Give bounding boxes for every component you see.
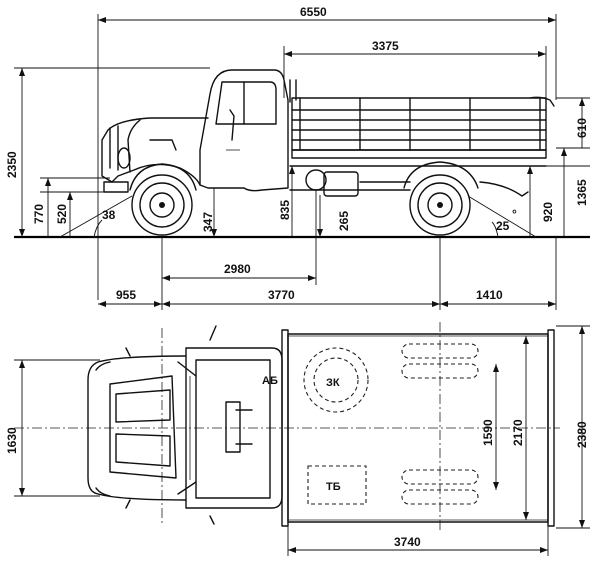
dim-front-overhang: 955 — [116, 288, 136, 302]
dim-frame-height: 835 — [278, 200, 292, 220]
hood-top — [87, 347, 197, 509]
battery-label: АБ — [262, 375, 278, 387]
spare-wheel-label: ЗК — [326, 377, 340, 389]
dim-platform-height: 1365 — [575, 179, 589, 206]
dim-body-length-side: 3375 — [372, 39, 399, 53]
dim-front-520: 520 — [55, 204, 69, 224]
top-dimensions — [14, 325, 590, 556]
dim-overall-length: 6550 — [300, 5, 327, 19]
platform-top — [281, 329, 555, 527]
dim-front-770: 770 — [32, 204, 46, 224]
side-dimensions — [14, 14, 590, 310]
spare-wheel — [303, 347, 369, 413]
dim-track-1630: 1630 — [5, 427, 19, 454]
cab-top — [185, 325, 283, 525]
dim-rear-overhang: 1410 — [476, 288, 503, 302]
dim-overall-width: 2380 — [575, 421, 589, 448]
dim-overall-height: 2350 — [5, 151, 19, 178]
top-view: 1630 1590 2170 2380 3740 АБ ЗК ТБ — [5, 322, 590, 556]
dim-wheelbase: 3770 — [268, 288, 295, 302]
rear-wheel — [403, 161, 479, 236]
side-view: 6550 3375 2350 770 520 38 347 835 265 92… — [5, 5, 590, 310]
cab — [199, 69, 289, 192]
dim-departure-angle: 25 — [496, 219, 510, 233]
fuel-tank-label: ТБ — [326, 481, 341, 493]
chassis-components — [289, 169, 529, 197]
degree-sign: ° — [512, 207, 517, 221]
dim-ground-clearance: 347 — [201, 212, 215, 232]
dim-rear-920: 920 — [541, 202, 555, 222]
dim-body-width-inner: 2170 — [511, 419, 525, 446]
cargo-body — [289, 79, 555, 167]
dim-2980: 2980 — [224, 262, 251, 276]
dim-clearance-265: 265 — [337, 211, 351, 231]
fuel-tank-outline — [307, 465, 367, 505]
dim-side-height-610: 610 — [575, 118, 589, 138]
rear-wheels-top — [401, 343, 479, 505]
dim-body-length-top: 3740 — [394, 535, 421, 549]
hood — [101, 117, 209, 193]
dim-approach-angle: 38 — [102, 208, 116, 222]
dim-track-1590: 1590 — [481, 419, 495, 446]
front-wheel — [129, 163, 197, 236]
